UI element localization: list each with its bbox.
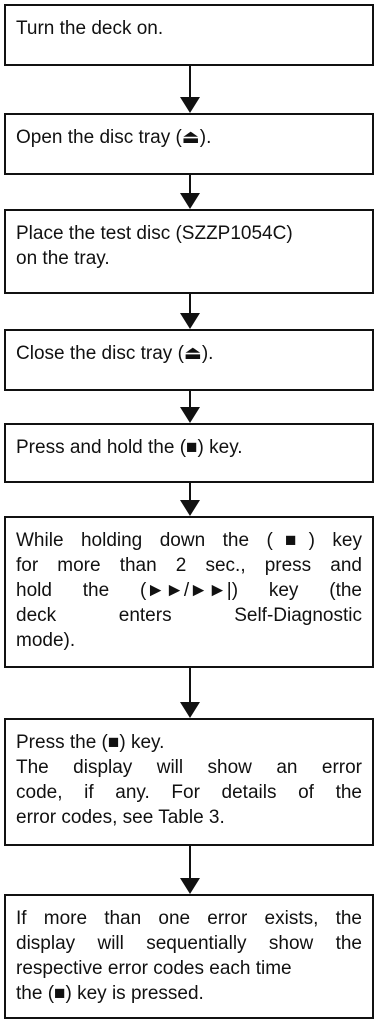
step-text: Close the disc tray (⏏). <box>16 343 214 364</box>
flow-arrow <box>180 483 200 516</box>
arrow-head-icon <box>180 878 200 894</box>
step-press-hold-stop: Press and hold the (■) key. <box>4 423 374 483</box>
step-text: Open the disc tray (⏏). <box>16 127 212 148</box>
step-text: hold the (►►/►►|) key (the <box>16 580 362 601</box>
arrow-head-icon <box>180 313 200 329</box>
step-place-test-disc: Place the test disc (SZZP1054C) on the t… <box>4 209 374 294</box>
step-text: error codes, see Table 3. <box>16 807 225 828</box>
step-text: If more than one error exists, the <box>16 908 362 929</box>
step-enter-self-diagnostic: While holding down the (■) key for more … <box>4 516 374 668</box>
arrow-shaft <box>189 391 191 409</box>
arrow-shaft <box>189 846 191 880</box>
step-text: on the tray. <box>16 248 110 269</box>
arrow-head-icon <box>180 702 200 718</box>
step-turn-deck-on: Turn the deck on. <box>4 4 374 66</box>
step-text: for more than 2 sec., press and <box>16 555 362 576</box>
step-text: Press and hold the (■) key. <box>16 437 243 458</box>
step-text: code, if any. For details of the <box>16 782 362 803</box>
arrow-head-icon <box>180 500 200 516</box>
step-text: While holding down the (■) key <box>16 530 362 551</box>
arrow-shaft <box>189 483 191 502</box>
step-text: Press the (■) key. <box>16 732 165 753</box>
flow-arrow <box>180 668 200 718</box>
step-text: Turn the deck on. <box>16 18 164 39</box>
step-text: deck enters Self-Diagnostic <box>16 605 362 626</box>
step-close-disc-tray: Close the disc tray (⏏). <box>4 329 374 391</box>
step-text: The display will show an error <box>16 757 362 778</box>
step-text: respective error codes each time <box>16 958 292 979</box>
arrow-head-icon <box>180 407 200 423</box>
arrow-shaft <box>189 294 191 315</box>
step-multiple-errors: If more than one error exists, the displ… <box>4 894 374 1019</box>
step-text: display will sequentially show the <box>16 933 362 954</box>
arrow-shaft <box>189 66 191 99</box>
flow-arrow <box>180 175 200 209</box>
arrow-shaft <box>189 175 191 195</box>
flow-arrow <box>180 846 200 894</box>
arrow-shaft <box>189 668 191 704</box>
flow-arrow <box>180 294 200 329</box>
step-read-error-code: Press the (■) key. The display will show… <box>4 718 374 846</box>
step-text: Place the test disc (SZZP1054C) <box>16 223 293 244</box>
flow-arrow <box>180 66 200 113</box>
arrow-head-icon <box>180 97 200 113</box>
step-open-disc-tray: Open the disc tray (⏏). <box>4 113 374 175</box>
step-text: the (■) key is pressed. <box>16 983 204 1004</box>
arrow-head-icon <box>180 193 200 209</box>
flow-arrow <box>180 391 200 423</box>
step-text: mode). <box>16 630 76 651</box>
